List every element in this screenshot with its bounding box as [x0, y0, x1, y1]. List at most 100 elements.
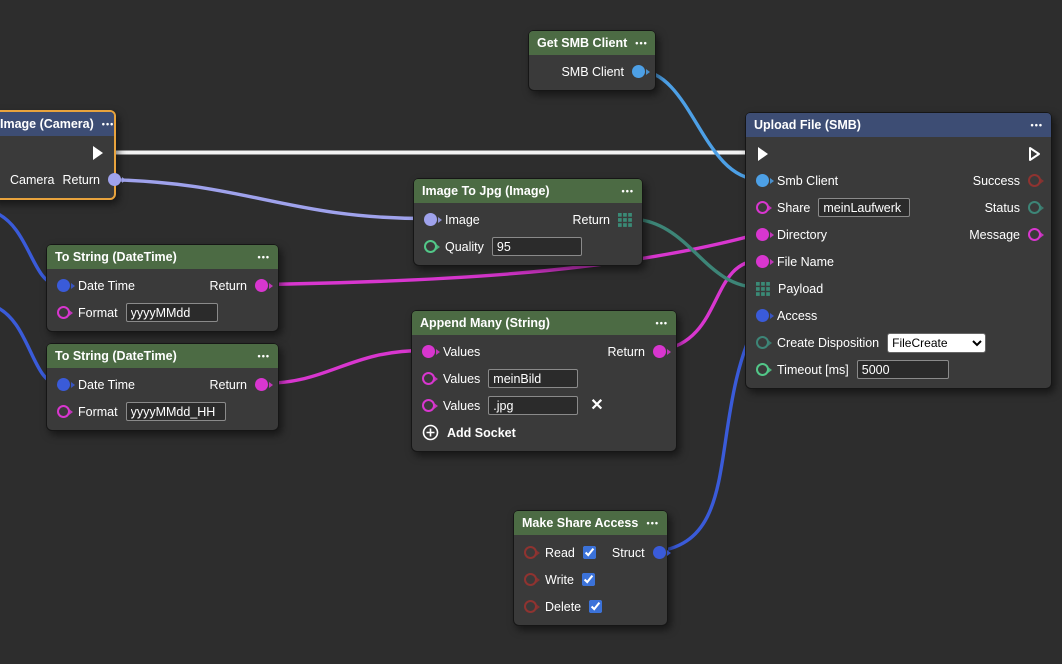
wire-smbclient-to-upload[interactable] — [636, 68, 762, 182]
quality-input[interactable] — [491, 237, 582, 256]
node-header[interactable]: Upload File (SMB) ••• — [746, 113, 1051, 137]
node-menu-icon[interactable]: ••• — [635, 37, 648, 48]
return-grid-port-icon[interactable] — [618, 212, 632, 227]
add-socket-button[interactable]: Add Socket — [412, 419, 676, 446]
values-input-2[interactable] — [488, 396, 579, 415]
quality-label: Quality — [445, 239, 484, 254]
read-input-port[interactable] — [524, 546, 537, 559]
row-write: Write — [514, 566, 667, 593]
wire-jpg-return-to-payload[interactable] — [626, 216, 762, 290]
node-header[interactable]: Append Many (String) ••• — [412, 311, 676, 335]
struct-output-port[interactable] — [652, 546, 666, 559]
values-input-1[interactable] — [488, 369, 579, 388]
camera-return-port[interactable] — [108, 173, 121, 186]
node-menu-icon[interactable]: ••• — [257, 350, 270, 361]
row-exec-output — [0, 139, 114, 166]
wire-tostring1-to-directory[interactable] — [260, 231, 762, 287]
row-values-1: Values — [412, 365, 676, 392]
node-image-camera[interactable]: Image (Camera) ••• Camera Return — [0, 110, 121, 200]
row-directory: Directory Message — [746, 221, 1051, 248]
values-input-port-2[interactable] — [422, 399, 435, 412]
wire-tostring2-to-appendvalues[interactable] — [260, 348, 426, 386]
node-header[interactable]: Image (Camera) ••• — [0, 112, 114, 136]
node-menu-icon[interactable]: ••• — [101, 118, 115, 129]
create-disposition-select[interactable]: FileCreate — [887, 332, 987, 353]
image-label: Image — [445, 212, 480, 227]
success-output-port[interactable] — [1028, 174, 1041, 187]
values-label-1: Values — [443, 371, 481, 386]
timeout-input-port[interactable] — [756, 363, 769, 376]
quality-input-port[interactable] — [424, 240, 437, 253]
node-menu-icon[interactable]: ••• — [621, 185, 634, 196]
access-label: Access — [777, 308, 818, 323]
node-menu-icon[interactable]: ••• — [257, 251, 270, 262]
create-disposition-label: Create Disposition — [777, 335, 880, 350]
return-output-port[interactable] — [653, 345, 666, 358]
node-upload-file-smb[interactable]: Upload File (SMB) ••• Smb Client Success — [745, 112, 1052, 389]
exec-output-port-icon[interactable] — [91, 145, 104, 161]
access-input-port[interactable] — [756, 309, 769, 322]
row-exec — [746, 140, 1051, 167]
row-share: Share Status — [746, 194, 1051, 221]
smb-client-output-port[interactable] — [632, 65, 645, 78]
node-menu-icon[interactable]: ••• — [646, 517, 659, 528]
node-to-string-datetime-1[interactable]: To String (DateTime) ••• Date Time Retur… — [46, 244, 279, 332]
node-header[interactable]: Image To Jpg (Image) ••• — [414, 179, 642, 203]
node-append-many-string[interactable]: Append Many (String) ••• Values Return V… — [411, 310, 677, 452]
file-name-label: File Name — [777, 254, 834, 269]
format-label: Format — [78, 305, 118, 320]
node-get-smb-client[interactable]: Get SMB Client ••• SMB Client — [528, 30, 656, 91]
date-time-input-port[interactable] — [57, 279, 70, 292]
read-label: Read — [545, 545, 575, 560]
wire-camera-return-to-image[interactable] — [98, 177, 427, 221]
exec-output-port-icon[interactable] — [1028, 146, 1041, 162]
delete-label: Delete — [545, 599, 582, 614]
status-output-port[interactable] — [1028, 201, 1041, 214]
node-menu-icon[interactable]: ••• — [655, 317, 668, 328]
write-checkbox[interactable] — [581, 573, 595, 586]
remove-socket-icon[interactable]: ✕ — [590, 396, 604, 414]
row-smb-client: Smb Client Success — [746, 167, 1051, 194]
row-file-name: File Name — [746, 248, 1051, 275]
timeout-input[interactable] — [856, 360, 949, 379]
smb-client-input-port[interactable] — [756, 174, 769, 187]
format-input[interactable] — [125, 402, 226, 421]
success-label: Success — [972, 173, 1020, 188]
delete-checkbox[interactable] — [589, 600, 603, 613]
values-input-port-0[interactable] — [422, 345, 435, 358]
node-to-string-datetime-2[interactable]: To String (DateTime) ••• Date Time Retur… — [46, 343, 279, 431]
node-make-share-access[interactable]: Make Share Access ••• Read Struct Write … — [513, 510, 668, 626]
read-checkbox[interactable] — [582, 546, 596, 559]
format-input-port[interactable] — [57, 405, 70, 418]
wire-append-return-to-filename[interactable] — [658, 258, 762, 353]
values-input-port-1[interactable] — [422, 372, 435, 385]
file-name-input-port[interactable] — [756, 255, 769, 268]
node-header[interactable]: Get SMB Client ••• — [529, 31, 655, 55]
message-output-port[interactable] — [1028, 228, 1041, 241]
node-header[interactable]: Make Share Access ••• — [514, 511, 667, 535]
wire-struct-to-access[interactable] — [650, 312, 762, 554]
node-header[interactable]: To String (DateTime) ••• — [47, 344, 278, 368]
return-output-port[interactable] — [255, 279, 268, 292]
date-time-label: Date Time — [78, 377, 135, 392]
format-input-port[interactable] — [57, 306, 70, 319]
directory-input-port[interactable] — [756, 228, 769, 241]
delete-input-port[interactable] — [524, 600, 537, 613]
write-input-port[interactable] — [524, 573, 537, 586]
share-input[interactable] — [818, 198, 911, 217]
create-disposition-input-port[interactable] — [756, 336, 769, 349]
format-input[interactable] — [125, 303, 218, 322]
exec-input-port-icon[interactable] — [756, 146, 769, 162]
payload-grid-port-icon[interactable] — [756, 281, 770, 296]
share-label: Share — [777, 200, 811, 215]
date-time-input-port[interactable] — [57, 378, 70, 391]
image-input-port[interactable] — [424, 213, 437, 226]
row-camera-return: Camera Return — [0, 166, 121, 193]
return-output-port[interactable] — [255, 378, 268, 391]
return-label: Return — [209, 377, 247, 392]
node-image-to-jpg[interactable]: Image To Jpg (Image) ••• Image Return — [413, 178, 643, 266]
node-header[interactable]: To String (DateTime) ••• — [47, 245, 278, 269]
node-menu-icon[interactable]: ••• — [1030, 119, 1043, 130]
share-input-port[interactable] — [756, 201, 769, 214]
